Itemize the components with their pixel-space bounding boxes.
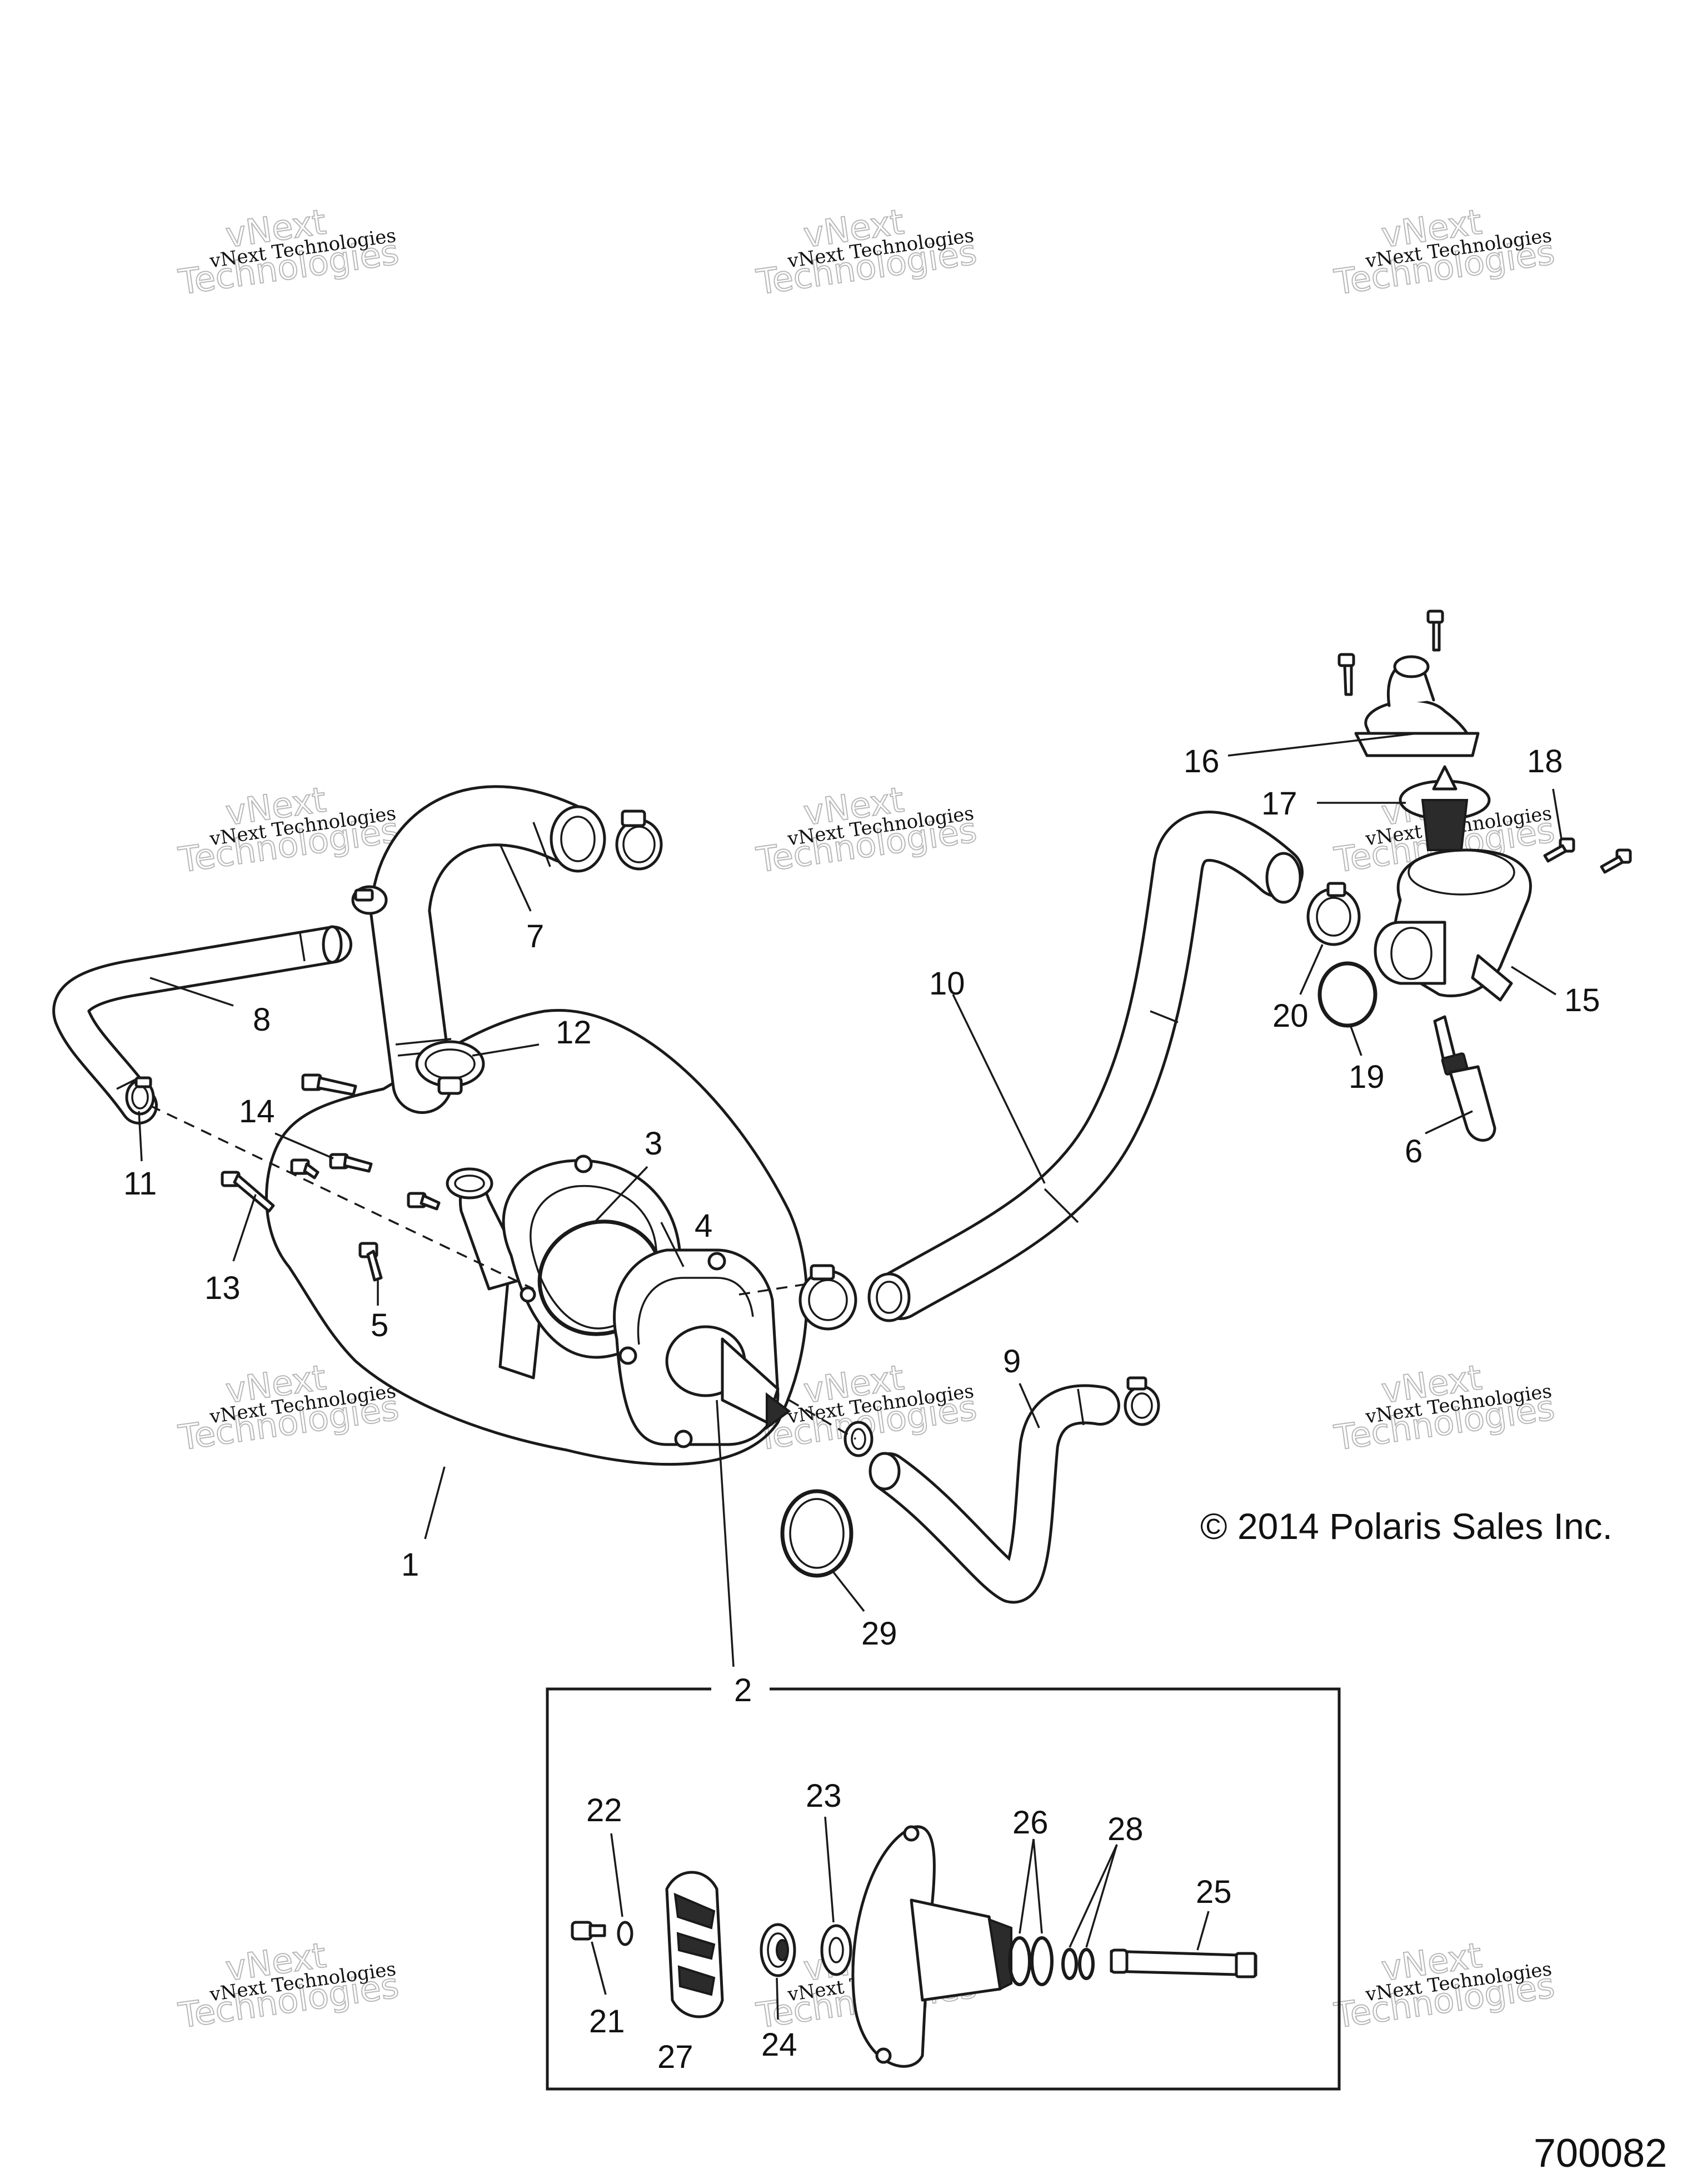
bolt-16-right <box>1426 609 1444 652</box>
callout-9: 9 <box>1003 1343 1021 1380</box>
clamp-11 <box>125 1076 155 1116</box>
bolt-5 <box>358 1242 383 1282</box>
watermark: Technologies vNext vNext Technologies <box>1331 201 1558 303</box>
ring-28a <box>1061 1948 1078 1980</box>
o-ring-26b <box>1030 1936 1054 1986</box>
impeller-27 <box>665 1871 724 2018</box>
watermark: Technologies vNext vNext Technologies <box>1331 1356 1558 1458</box>
callout-4: 4 <box>695 1208 712 1244</box>
callout-5: 5 <box>371 1307 388 1343</box>
copyright-text: © 2014 Polaris Sales Inc. <box>1200 1506 1613 1547</box>
watermark: Technologies vNext vNext Technologies <box>1331 1934 1558 2036</box>
o-ring-26a <box>1008 1936 1031 1986</box>
watermark: Technologies vNext vNext Technologies <box>176 778 402 881</box>
thermostat-housing-15 <box>1374 848 1532 1002</box>
detail-box <box>546 1687 1341 2091</box>
callout-21: 21 <box>589 2003 625 2040</box>
callout-14: 14 <box>239 1093 275 1130</box>
callout-15: 15 <box>1564 982 1600 1018</box>
pump-assembly-outline <box>265 1009 808 1466</box>
callout-19: 19 <box>1349 1059 1385 1095</box>
watermark: Technologies vNext vNext Technologies <box>176 1356 402 1458</box>
o-ring-29 <box>780 1489 854 1578</box>
clamp-20 <box>1306 882 1361 946</box>
bolt-pump-a <box>290 1158 320 1180</box>
callout-8: 8 <box>253 1002 271 1038</box>
thermostat-cover-16 <box>1354 655 1480 757</box>
hose-7 <box>370 785 606 1114</box>
watermark: Technologies vNext vNext Technologies <box>753 201 980 303</box>
clamp-9-lower <box>843 1421 874 1457</box>
callout-22: 22 <box>586 1792 622 1828</box>
thermostat-17 <box>1399 765 1491 851</box>
clamp-10-lower <box>798 1264 857 1331</box>
leader-lines <box>138 732 1563 1667</box>
detail-leader-lines <box>591 1816 1210 2020</box>
bolt-18b <box>1600 848 1632 874</box>
shaft-25 <box>1110 1948 1257 1978</box>
watermark: Technologies vNext vNext Technologies <box>176 201 402 303</box>
callout-23: 23 <box>806 1778 842 1814</box>
bolt-16-left <box>1337 653 1355 696</box>
bolt-14 <box>329 1153 373 1173</box>
washer-22 <box>617 1921 633 1946</box>
clamp-8 <box>351 885 388 915</box>
callout-20: 20 <box>1272 998 1309 1034</box>
o-ring-19 <box>1317 961 1377 1028</box>
clamp-12 <box>415 1040 485 1095</box>
callout-7: 7 <box>526 918 544 954</box>
watermark: Technologies vNext vNext Technologies <box>176 1934 402 2036</box>
seal-24 <box>760 1923 796 1977</box>
alignment-line <box>738 1282 812 1296</box>
callout-10: 10 <box>929 966 965 1002</box>
pump-housing-2 <box>613 1248 791 1448</box>
callout-1: 1 <box>401 1547 419 1583</box>
callout-17: 17 <box>1261 786 1297 822</box>
clamp-9-upper <box>1124 1376 1160 1426</box>
pump-housing-detail <box>851 1825 1012 2068</box>
alignment-line <box>149 1105 534 1290</box>
callout-24: 24 <box>761 2027 797 2063</box>
callout-16: 16 <box>1184 743 1220 779</box>
callout-13: 13 <box>204 1270 241 1306</box>
bolt-13 <box>221 1171 275 1213</box>
bolt-21 <box>571 1921 606 1941</box>
alignment-line <box>788 1399 856 1440</box>
callout-25: 25 <box>1196 1874 1232 1910</box>
bolt-18 <box>1543 837 1575 863</box>
clamp-7 <box>615 809 663 871</box>
callout-18: 18 <box>1527 743 1563 779</box>
bolt-14-upper <box>301 1073 357 1096</box>
hose-10 <box>867 811 1304 1322</box>
bolt-pump-b <box>407 1192 441 1211</box>
callout-labels: 1 2 3 4 5 6 7 8 9 10 11 12 13 14 15 16 1… <box>123 743 1600 2075</box>
temp-sensor-6 <box>1433 1015 1496 1142</box>
hose-8 <box>52 925 352 1125</box>
watermark: Technologies vNext vNext Technologies <box>753 778 980 881</box>
callout-29: 29 <box>861 1616 897 1652</box>
ring-28b <box>1078 1948 1095 1980</box>
callout-26: 26 <box>1012 1805 1049 1841</box>
hose-9 <box>869 1384 1120 1604</box>
callout-11: 11 <box>123 1166 157 1202</box>
callout-2: 2 <box>734 1672 752 1708</box>
watermarks: Technologies vNext vNext Technologies Te… <box>176 201 1558 2036</box>
callout-27: 27 <box>657 2039 693 2075</box>
callout-3: 3 <box>645 1126 662 1162</box>
callout-6: 6 <box>1405 1133 1422 1170</box>
bearing-23 <box>820 1924 852 1976</box>
callout-12: 12 <box>556 1014 592 1051</box>
drawing-number: 700082 <box>1534 2131 1667 2176</box>
callout-28: 28 <box>1107 1811 1144 1847</box>
